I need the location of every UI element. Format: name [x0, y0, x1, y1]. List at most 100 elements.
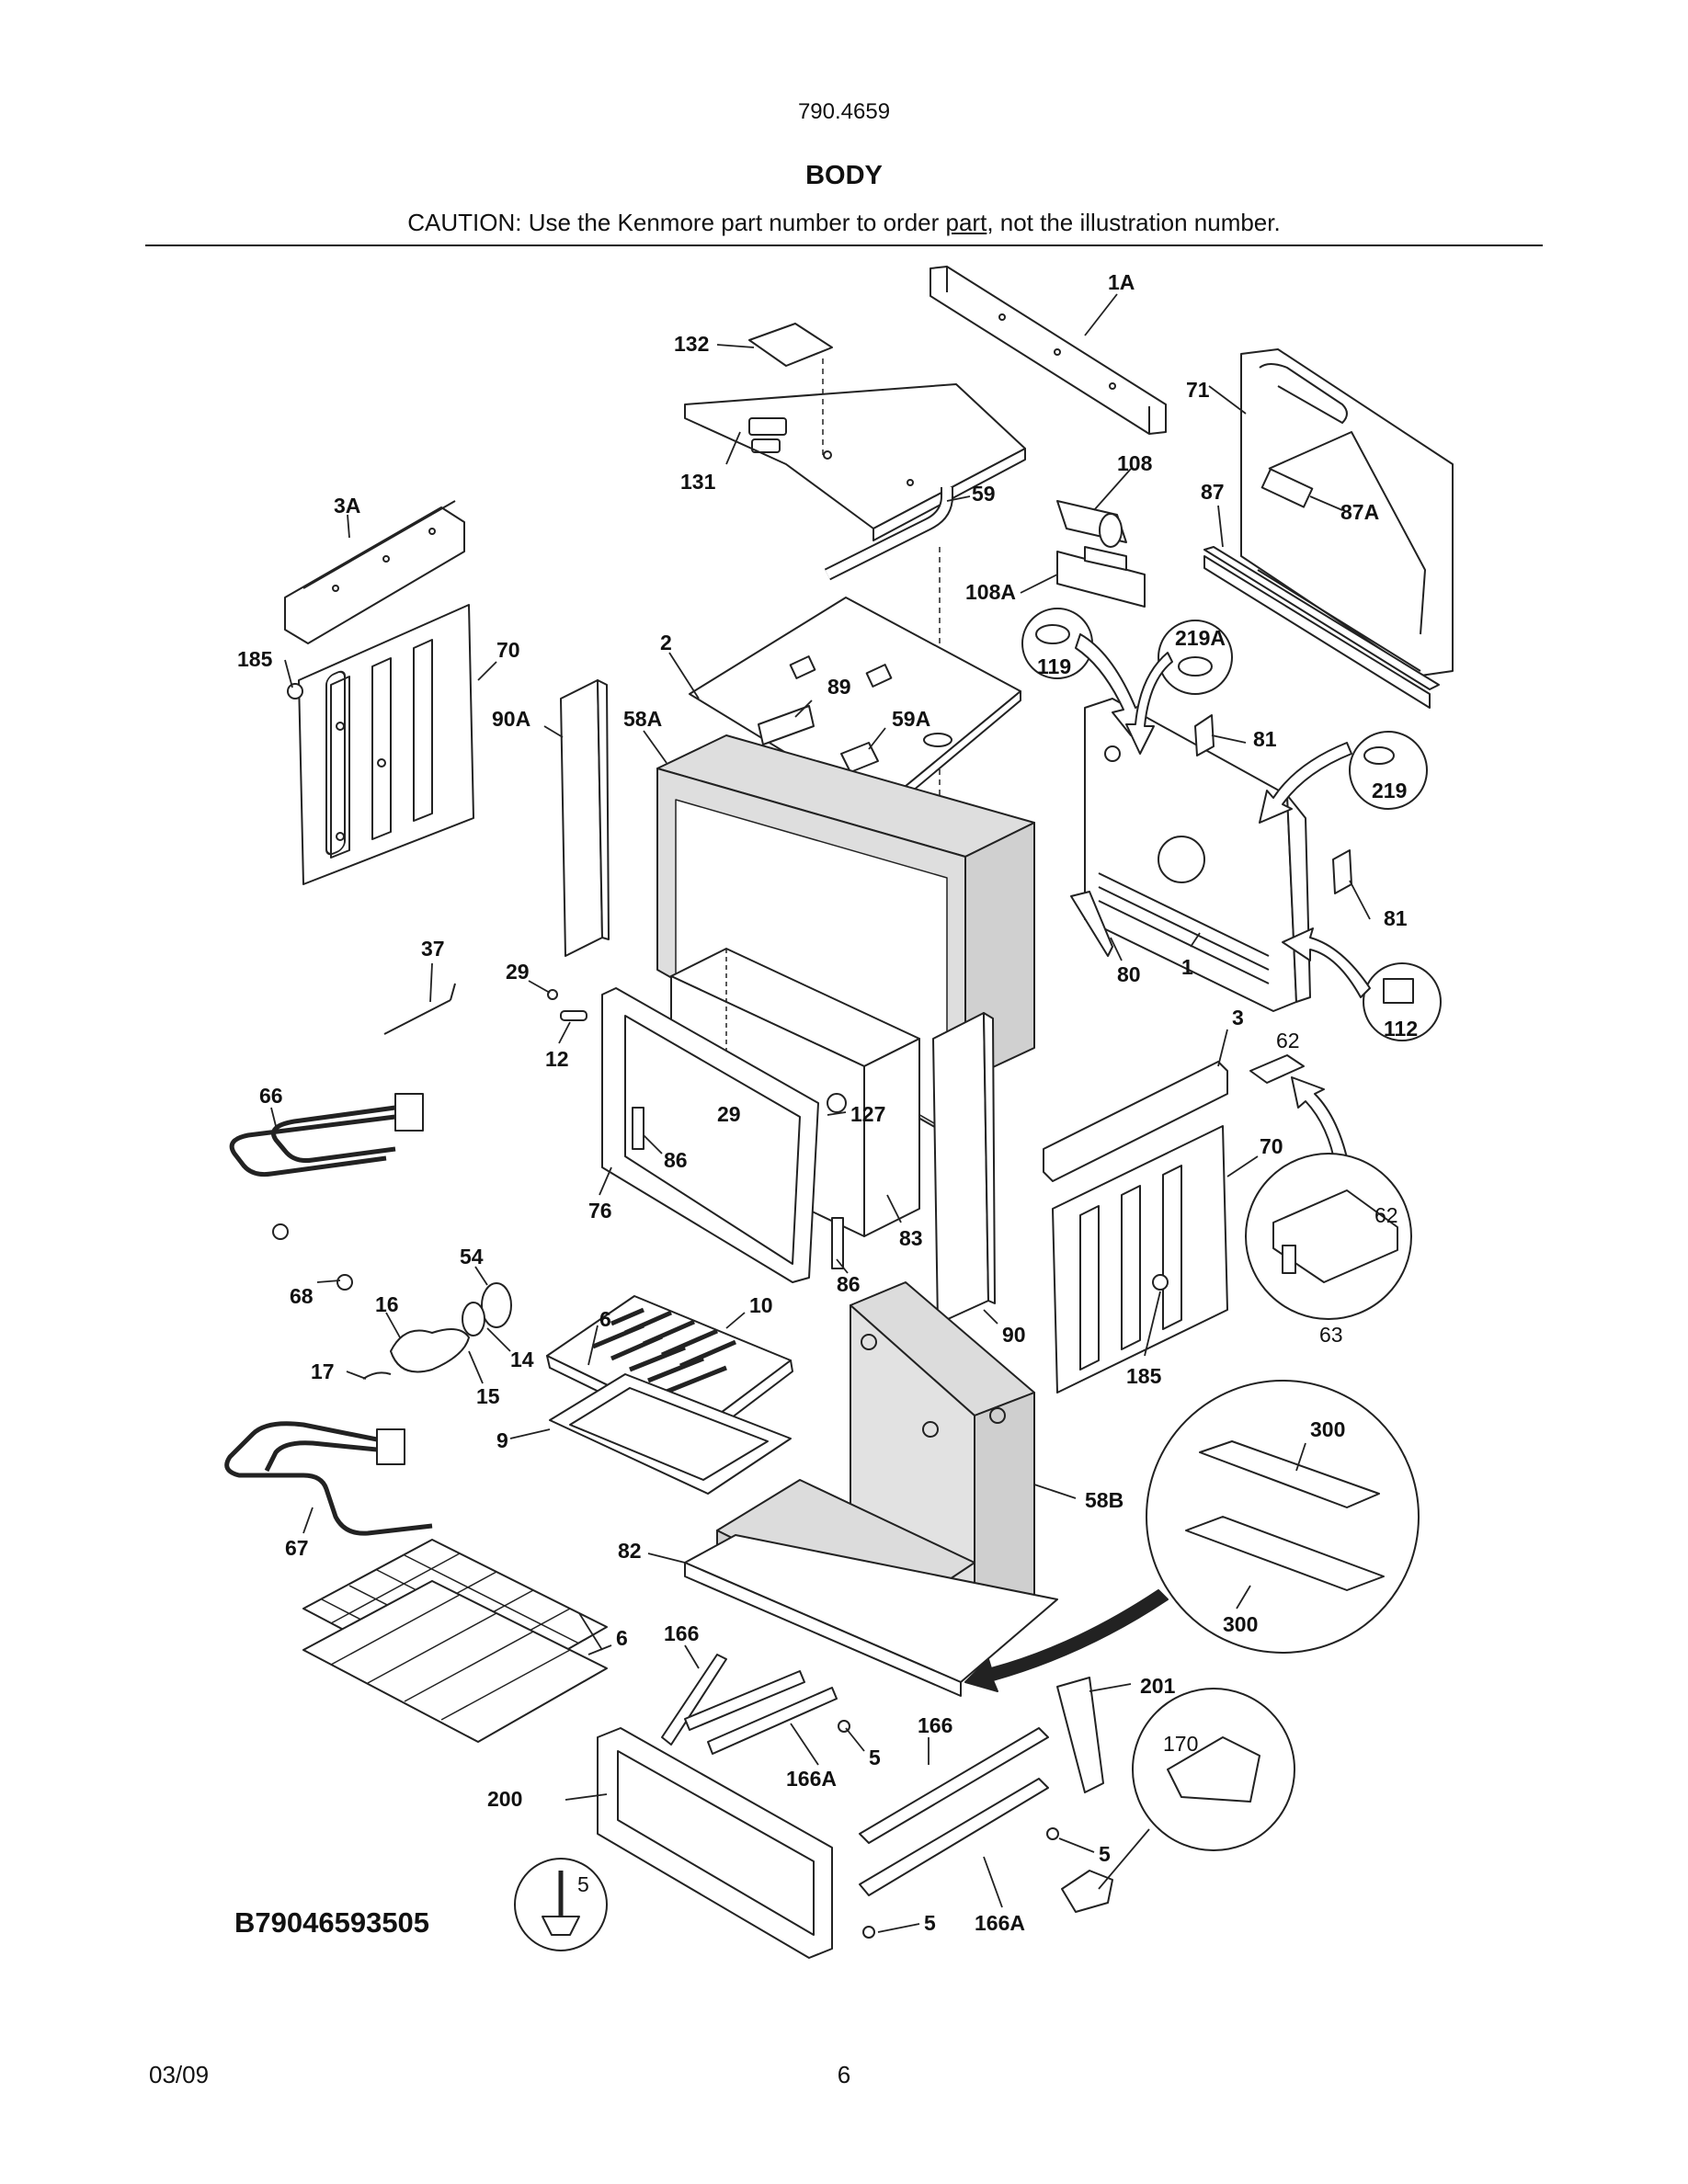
callout-166-right: 166	[918, 1713, 952, 1737]
header-rule	[145, 245, 1543, 246]
callout-59: 59	[972, 482, 996, 506]
leader-lines	[270, 293, 1371, 1933]
callout-68: 68	[290, 1284, 314, 1308]
callout-63: 63	[1319, 1323, 1343, 1347]
callout-166-left: 166	[664, 1621, 699, 1645]
callout-90a: 90A	[492, 707, 530, 731]
callout-2: 2	[660, 631, 672, 654]
model-number: 790.4659	[797, 99, 891, 124]
part-71-rear-panel	[1240, 348, 1454, 677]
callout-15: 15	[476, 1384, 500, 1408]
callout-62-inset: 62	[1374, 1203, 1398, 1227]
part-80-bracket	[1070, 891, 1113, 957]
callout-1a: 1A	[1108, 270, 1135, 294]
part-68-clip	[272, 1223, 353, 1291]
callout-54: 54	[460, 1245, 484, 1268]
inset-119	[1021, 608, 1093, 679]
callout-300-upper: 300	[1310, 1417, 1345, 1441]
part-82-base-pan	[684, 1534, 1058, 1697]
part-108-switch	[1056, 500, 1146, 608]
part-70-right-side-panel	[1052, 1125, 1228, 1393]
part-81-bracket-lower	[1332, 849, 1352, 894]
callout-1: 1	[1181, 955, 1193, 979]
inset-219	[1349, 731, 1428, 810]
callout-170: 170	[1163, 1732, 1198, 1756]
callout-108a: 108A	[965, 580, 1016, 604]
callout-119: 119	[1037, 654, 1071, 678]
part-81-bracket-upper	[1194, 714, 1215, 756]
callout-76: 76	[588, 1199, 612, 1223]
callout-132: 132	[674, 332, 709, 356]
callout-5-c: 5	[924, 1911, 936, 1935]
part-166a-drawer-rail-left	[684, 1670, 838, 1755]
callout-185-right: 185	[1126, 1364, 1162, 1388]
part-185-plug-right	[1152, 1274, 1169, 1291]
caution-note: CAUTION: Use the Kenmore part number to …	[0, 209, 1688, 237]
callout-86-lower: 86	[837, 1272, 861, 1296]
callout-86-upper: 86	[664, 1148, 688, 1172]
part-3a-rail	[284, 500, 465, 644]
callout-127: 127	[850, 1102, 885, 1126]
callout-70-right: 70	[1260, 1134, 1283, 1158]
part-76-front-frame	[601, 987, 819, 1283]
callout-70-left: 70	[496, 638, 520, 662]
callout-166a-right: 166A	[975, 1911, 1025, 1935]
callout-87a: 87A	[1340, 500, 1379, 524]
callout-14: 14	[510, 1348, 534, 1371]
part-6-oven-rack-lower	[302, 1580, 608, 1743]
part-14-socket	[462, 1302, 485, 1337]
inset-112	[1363, 962, 1442, 1041]
inset-170	[1132, 1688, 1295, 1851]
callout-5-b: 5	[1099, 1842, 1111, 1866]
callout-81-upper: 81	[1253, 727, 1277, 751]
part-3-rail	[1043, 1061, 1228, 1182]
callout-29-upper: 29	[506, 960, 530, 984]
part-29-screw	[547, 989, 558, 1000]
callout-87: 87	[1201, 480, 1225, 504]
callout-9: 9	[496, 1428, 508, 1452]
part-132-plate	[748, 323, 833, 455]
part-185-plug-left	[287, 683, 303, 700]
part-54-light-lens	[481, 1282, 512, 1328]
callout-3a: 3A	[334, 494, 360, 518]
caution-underlined-word: part	[945, 209, 987, 236]
callout-62-upper: 62	[1276, 1029, 1300, 1052]
part-200-drawer-front	[597, 1727, 833, 1959]
inset-219a	[1158, 620, 1233, 695]
callout-66: 66	[259, 1084, 283, 1108]
callout-5-inset: 5	[577, 1872, 589, 1896]
callout-185-left: 185	[237, 647, 273, 671]
callout-108: 108	[1117, 451, 1153, 475]
callout-90: 90	[1002, 1323, 1026, 1347]
callout-82: 82	[618, 1539, 642, 1563]
inset-300	[1146, 1380, 1420, 1654]
callout-166a-left: 166A	[786, 1767, 837, 1791]
callout-labels: 1A 132 71 131 108 59 87 87A 3A 108A 219A…	[237, 270, 1418, 1935]
callout-83: 83	[899, 1226, 923, 1250]
section-title: BODY	[805, 161, 883, 190]
callout-29-lower: 29	[717, 1102, 741, 1126]
part-37-sensor	[383, 983, 456, 1035]
part-16-light-bulb	[390, 1328, 470, 1373]
inset-62-63	[1245, 1153, 1412, 1320]
callout-6-upper: 6	[599, 1307, 611, 1331]
part-86-hinge-upper	[632, 1107, 644, 1150]
part-166a-drawer-rail-right	[859, 1778, 1049, 1896]
callout-58b: 58B	[1085, 1488, 1123, 1512]
caution-text-end: , not the illustration number.	[987, 209, 1281, 236]
callout-58a: 58A	[623, 707, 662, 731]
callout-219: 219	[1372, 779, 1407, 802]
callout-71: 71	[1186, 378, 1210, 402]
callout-219a: 219A	[1175, 626, 1226, 650]
part-90-strip	[932, 1012, 996, 1325]
part-166-drawer-slide-right	[859, 1727, 1049, 1844]
part-86-hinge-lower	[831, 1217, 844, 1269]
part-87-bracket	[1203, 546, 1440, 709]
part-90a-strip	[560, 679, 610, 957]
callout-16: 16	[375, 1292, 399, 1316]
callout-81-lower: 81	[1384, 906, 1408, 930]
callout-112: 112	[1384, 1017, 1418, 1041]
callout-37: 37	[421, 937, 445, 961]
part-170-bracket	[1061, 1870, 1113, 1913]
